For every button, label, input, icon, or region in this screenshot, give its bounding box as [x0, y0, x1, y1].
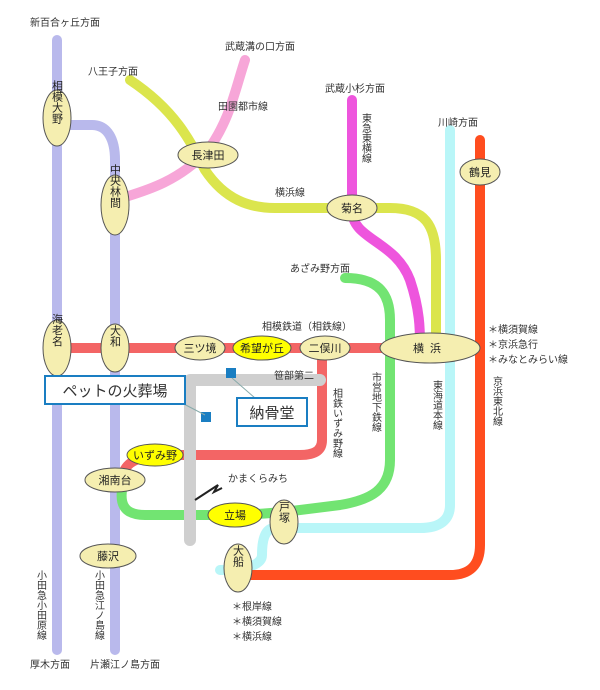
station-ebina-label: 海老名 — [51, 312, 64, 346]
station-totsuka[interactable] — [269, 499, 299, 545]
station-sagami-ono[interactable] — [42, 89, 72, 147]
line-subway-label: 市営地下鉄線 — [370, 371, 382, 432]
station-fujisawa[interactable] — [79, 543, 137, 569]
station-mitsukyo[interactable] — [174, 335, 226, 361]
yokohama-line — [125, 75, 441, 350]
line-tokaido-label: 東海道本線 — [431, 379, 443, 430]
pet-crematorium-box — [44, 375, 186, 405]
nokotsudo-callout[interactable]: 納骨堂 — [226, 368, 308, 427]
subway-line — [116, 273, 395, 520]
line-izumino-label: 相鉄いずみ野線 — [331, 387, 343, 458]
dir-atsugi: 厚木方面 — [30, 658, 70, 671]
nokotsudo-label: 納骨堂 — [249, 404, 294, 422]
line-odawara-label: 小田急小田原線 — [35, 570, 47, 640]
station-sagami-ono-label: 相模大野 — [51, 80, 64, 124]
station-ofuna[interactable] — [223, 543, 253, 593]
station-kibogaoka[interactable] — [232, 335, 292, 361]
station-chuo-rinkan[interactable] — [100, 174, 130, 236]
station-yamato-label: 大和 — [109, 324, 122, 348]
nokotsudo-box — [236, 397, 308, 427]
station-izumino-label: いずみ野 — [133, 449, 177, 462]
note-negishi: ＊根岸線 — [232, 600, 272, 613]
station-totsuka-label: 戸塚 — [278, 501, 291, 523]
dir-musashimizo: 武蔵溝の口方面 — [225, 40, 295, 53]
station-yokohama[interactable] — [379, 332, 481, 364]
station-nagatsuta[interactable] — [177, 141, 239, 169]
station-chuo-rinkan-label: 中央林間 — [109, 164, 122, 209]
line-denentoshi-label: 田園都市線 — [218, 100, 268, 113]
toyoko-line — [347, 95, 425, 350]
line-keihin-label: 京浜東北線 — [491, 375, 503, 426]
note-yokosuka2: ＊横須賀線 — [232, 615, 282, 628]
line-toyoko-label: 東急東横線 — [360, 112, 372, 163]
station-tsurumi[interactable] — [459, 158, 501, 186]
nokotsudo-marker — [226, 368, 236, 378]
station-mitsukyo-label: 三ツ境 — [184, 341, 217, 355]
dir-azamino: あざみ野方面 — [290, 262, 350, 275]
station-yamato[interactable] — [100, 323, 130, 373]
pet-crematorium-label: ペットの火葬場 — [62, 382, 167, 400]
station-futamatagawa[interactable] — [299, 335, 351, 361]
station-kikuna-label: 菊名 — [341, 201, 363, 215]
note-minatomirai: ＊みなとみらい線 — [488, 353, 568, 366]
station-fujisawa-label: 藤沢 — [97, 549, 119, 563]
station-kibogaoka-label: 希望が丘 — [240, 341, 284, 355]
station-tateba[interactable] — [207, 502, 263, 528]
road-kamakura-label: かまくらみち — [228, 473, 288, 485]
station-kikuna[interactable] — [326, 194, 378, 222]
note-yokohama2: ＊横浜線 — [232, 630, 272, 643]
station-tsurumi-label: 鶴見 — [469, 165, 491, 179]
line-enoshima-label: 小田急江ノ島線 — [93, 570, 105, 640]
school-landmark: 笹部第二 — [274, 369, 314, 382]
odakyu-enoshima-line — [52, 120, 120, 655]
station-izumino[interactable] — [126, 443, 184, 467]
pet-crematorium-marker — [201, 412, 211, 422]
dir-musashikosugi: 武蔵小杉方面 — [325, 82, 385, 95]
school-label: 笹部第二 — [274, 369, 314, 382]
line-sotetsu-label: 相模鉄道（相鉄線） — [262, 320, 352, 333]
station-futamatagawa-label: 二俣川 — [309, 341, 342, 355]
dir-kawasaki: 川崎方面 — [438, 116, 478, 129]
pet-crematorium-callout[interactable]: ペットの火葬場 — [44, 375, 211, 422]
dir-hachioji: 八王子方面 — [88, 65, 138, 78]
note-yokosuka: ＊横須賀線 — [488, 323, 538, 336]
keihin-line — [235, 135, 485, 580]
station-ofuna-label: 大船 — [232, 544, 245, 568]
line-yokohama-label: 横浜線 — [275, 186, 305, 199]
station-shonandai-label: 湘南台 — [99, 473, 132, 487]
pointer-arrow-icon — [194, 484, 223, 501]
station-shonandai[interactable] — [84, 467, 146, 493]
note-keikyu: ＊京浜急行 — [488, 338, 538, 351]
station-yokohama-label: 横浜 — [413, 341, 447, 355]
station-nagatsuta-label: 長津田 — [192, 149, 225, 162]
station-tateba-label: 立場 — [224, 508, 246, 522]
sotetsu-izumino-line — [117, 343, 327, 483]
dir-shinyuri: 新百合ヶ丘方面 — [30, 16, 100, 29]
dir-katase: 片瀬江ノ島方面 — [90, 658, 160, 671]
